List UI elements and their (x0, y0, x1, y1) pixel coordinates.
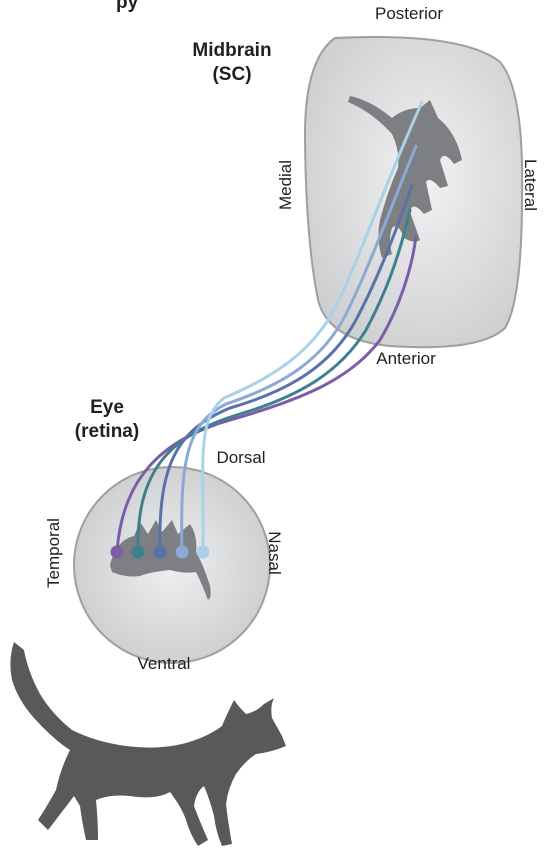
anterior-label: Anterior (376, 349, 436, 368)
lateral-label: Lateral (521, 159, 540, 211)
retina-cat-map-silhouette (110, 520, 211, 600)
eye-title-line2: (retina) (75, 421, 139, 442)
axon-nasal-mid (180, 144, 418, 554)
cat-silhouette (10, 642, 287, 846)
cropped-heading-text: py (116, 0, 139, 13)
axon-temporal-mid (136, 208, 412, 554)
retina-dot-temporal-mid (131, 545, 145, 559)
axon-nasal (201, 100, 424, 554)
dorsal-label: Dorsal (216, 448, 265, 467)
retina-dot-center (153, 545, 167, 559)
nasal-label: Nasal (265, 531, 284, 574)
retina-dot-nasal (196, 545, 210, 559)
retina-dot-nasal-mid (175, 545, 189, 559)
retina-dot-temporal (110, 545, 124, 559)
midbrain-title-line1: Midbrain (192, 40, 271, 61)
axon-temporal (115, 234, 418, 554)
eye-title-line1: Eye (90, 397, 124, 418)
medial-label: Medial (276, 160, 295, 210)
midbrain-title-line2: (SC) (212, 64, 251, 85)
axon-bundle (115, 100, 424, 554)
axon-center (158, 184, 414, 554)
temporal-label: Temporal (44, 518, 63, 588)
posterior-label: Posterior (375, 4, 443, 23)
ventral-label: Ventral (138, 654, 191, 673)
